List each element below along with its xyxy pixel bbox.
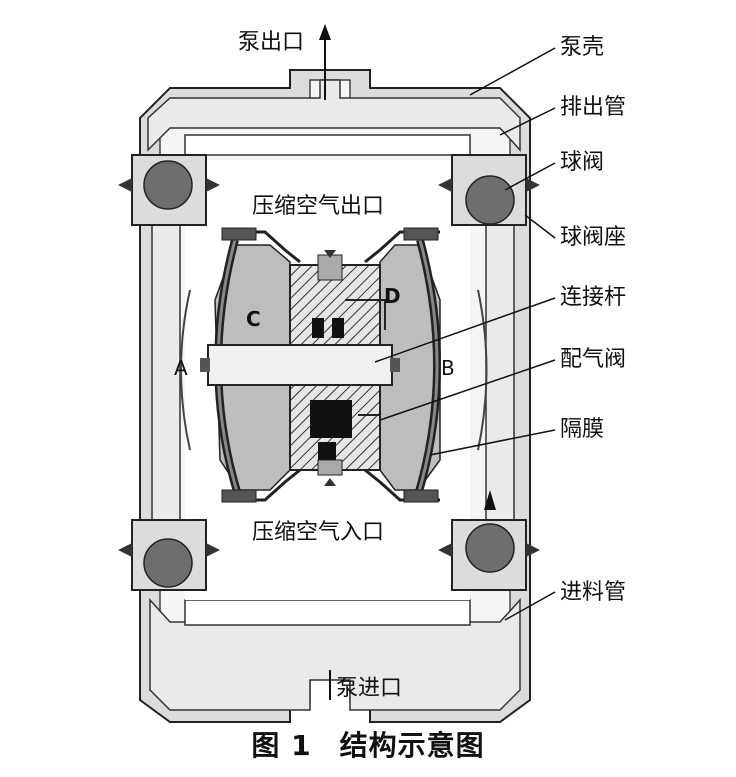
- air-valve-spool-top-a: [312, 318, 324, 338]
- ball-valve-label: 球阀: [560, 150, 605, 175]
- air-passage-2: [358, 395, 381, 416]
- rod-end-left: [200, 358, 210, 372]
- chamber-a-label: A: [174, 356, 188, 380]
- connecting-rod: [207, 344, 393, 386]
- inlet-flow-arrow-icon: [484, 490, 496, 510]
- connecting-rod-label: 连接杆: [560, 285, 627, 310]
- inlet-pipe-label: 进料管: [560, 580, 627, 605]
- air-valve-core: [310, 400, 352, 438]
- air-inlet-label: 压缩空气入口: [252, 520, 385, 545]
- valve-ball-top-right: [465, 175, 515, 225]
- figure-caption: 图 1 结构示意图: [0, 724, 736, 764]
- flange-bolts: [221, 227, 439, 503]
- figure-number: 图 1: [251, 729, 312, 762]
- valve-ball-bottom-left: [143, 538, 193, 588]
- air-valve-top-port: [317, 254, 343, 281]
- discharge-channel: [147, 79, 521, 152]
- air-inlet-arrow-icon: [324, 478, 336, 486]
- pump-inlet-label: 泵进口: [336, 676, 403, 701]
- air-outlet-arrow-icon: [324, 250, 336, 258]
- diaphragm-label: 隔膜: [560, 417, 605, 442]
- air-passage: [345, 299, 386, 330]
- figure-title: 结构示意图: [339, 729, 485, 762]
- right-channel: [485, 199, 515, 531]
- pump-outlet-label: 泵出口: [238, 30, 305, 55]
- chamber-b-label: B: [441, 356, 455, 380]
- chamber-b-arc: [477, 289, 488, 451]
- air-valve-spool-bottom: [318, 442, 336, 462]
- valve-ball-top-left: [143, 160, 193, 210]
- discharge-pipe-label: 排出管: [560, 95, 627, 120]
- callout-leaders: [374, 47, 556, 621]
- inlet-pipe-inner: [184, 599, 471, 626]
- air-valve-label: 配气阀: [560, 347, 627, 372]
- outlet-arrow-icon: [319, 24, 331, 40]
- ball-valve-seat-label: 球阀座: [560, 225, 627, 250]
- rod-end-right: [390, 358, 400, 372]
- valve-ball-bottom-right: [465, 523, 515, 573]
- right-diaphragm-inner: [416, 239, 439, 496]
- casing-label: 泵壳: [560, 35, 605, 60]
- chamber-a-arc: [180, 289, 191, 451]
- chamber-c-label: C: [246, 307, 261, 331]
- air-valve-bottom-port: [317, 459, 343, 476]
- air-valve-spool-top-b: [332, 318, 344, 338]
- inlet-pipe: [149, 598, 521, 711]
- air-outlet-label: 压缩空气出口: [252, 194, 385, 219]
- chamber-d-label: D: [384, 284, 401, 308]
- discharge-pipe: [184, 134, 471, 156]
